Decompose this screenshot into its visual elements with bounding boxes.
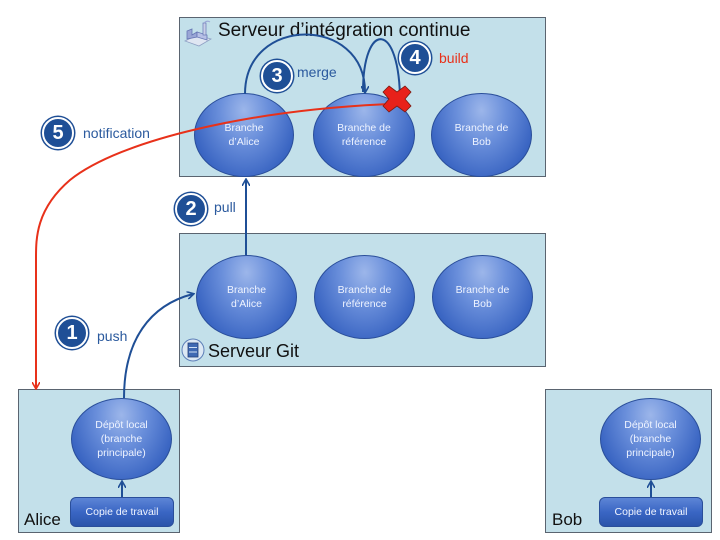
repo-label: Dépôt local (branche principale) [624,419,677,459]
step-badge-5: 5 [42,117,74,149]
step-badge-3: 3 [261,60,293,92]
branch-label: Branche d’Alice [226,284,267,310]
git-server-title: Serveur Git [208,341,300,361]
bob-title: Bob [552,510,583,529]
branch-label: Branche de Bob [455,284,510,310]
step-badge-4: 4 [399,42,431,74]
alice-title: Alice [24,510,61,529]
ci-branch-alice[interactable]: Branche d’Alice [194,93,294,177]
ci-branch-bob[interactable]: Branche de Bob [431,93,532,177]
git-branch-alice[interactable]: Branche d’Alice [196,255,297,339]
working-copy-label: Copie de travail [614,506,688,518]
step-label-push: push [97,328,128,344]
branch-label: Branche de Bob [454,122,509,148]
step-label-pull: pull [214,199,236,215]
branch-label: Branche de référence [337,284,392,310]
step-badge-2: 2 [175,193,207,225]
branch-label: Branche d’Alice [224,122,264,148]
step-label-notification: notification [83,125,150,141]
working-copy-label: Copie de travail [85,506,159,518]
bob-working-copy[interactable]: Copie de travail [599,497,703,527]
alice-local-repo[interactable]: Dépôt local (branche principale) [71,398,172,480]
ci-server-title: Serveur d’intégration continue [218,20,471,41]
step-label-merge: merge [297,64,337,80]
git-branch-reference[interactable]: Branche de référence [314,255,415,339]
repo-label: Dépôt local (branche principale) [95,419,148,459]
alice-working-copy[interactable]: Copie de travail [70,497,174,527]
git-branch-bob[interactable]: Branche de Bob [432,255,533,339]
bob-local-repo[interactable]: Dépôt local (branche principale) [600,398,701,480]
step-badge-1: 1 [56,317,88,349]
ci-branch-reference[interactable]: Branche de référence [313,93,415,177]
factory-icon [181,19,215,51]
server-icon [181,338,205,362]
branch-label: Branche de référence [337,122,391,148]
step-label-build: build [439,50,469,66]
